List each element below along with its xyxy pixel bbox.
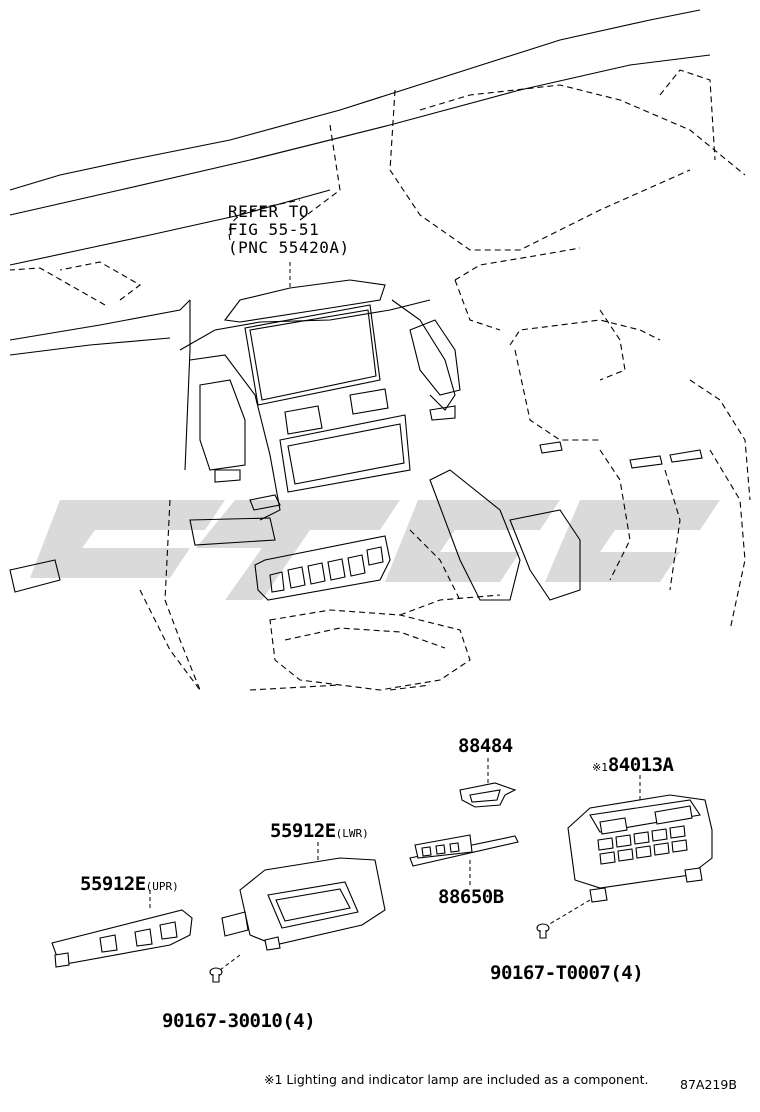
part-number-55912E-lwr-group: 55912E(LWR) — [270, 820, 369, 842]
part-88650B-panel — [409, 834, 519, 867]
part-88484-bracket — [459, 782, 517, 808]
footnote: ※1 Lighting and indicator lamp are inclu… — [264, 1072, 649, 1087]
part-number-90167-T0007: 90167-T0007(4) — [490, 962, 644, 984]
part-number-90167-30010: 90167-30010(4) — [162, 1010, 316, 1032]
reference-line-2: FIG 55-51 — [228, 220, 320, 239]
leader-lines — [149, 262, 641, 971]
part-55912E-upr-bracket — [51, 909, 193, 968]
watermark-logo — [30, 500, 720, 600]
reference-line-3: (PNC 55420A) — [228, 238, 350, 257]
part-number-55912E-upr: 55912E — [80, 873, 146, 895]
part-number-84013A-group: ※184013A — [592, 754, 674, 776]
reference-line-1: REFER TO — [228, 202, 310, 221]
footnote-marker: ※1 — [592, 761, 608, 774]
part-suffix-lwr: (LWR) — [335, 827, 369, 840]
part-number-55912E-upr-group: 55912E(UPR) — [80, 873, 179, 895]
screw-90167-T0007 — [536, 923, 550, 939]
part-number-88650B: 88650B — [438, 886, 504, 908]
screw-90167-30010 — [209, 967, 223, 983]
part-84013A-control-panel — [567, 794, 713, 903]
dashboard-illustration — [9, 9, 751, 691]
figure-code: 87A219B — [680, 1077, 737, 1092]
part-number-88484: 88484 — [458, 735, 513, 757]
part-number-55912E-lwr: 55912E — [270, 820, 336, 842]
part-suffix-upr: (UPR) — [145, 880, 179, 893]
part-55912E-lwr-bracket — [221, 857, 386, 951]
part-number-84013A: 84013A — [607, 754, 674, 776]
